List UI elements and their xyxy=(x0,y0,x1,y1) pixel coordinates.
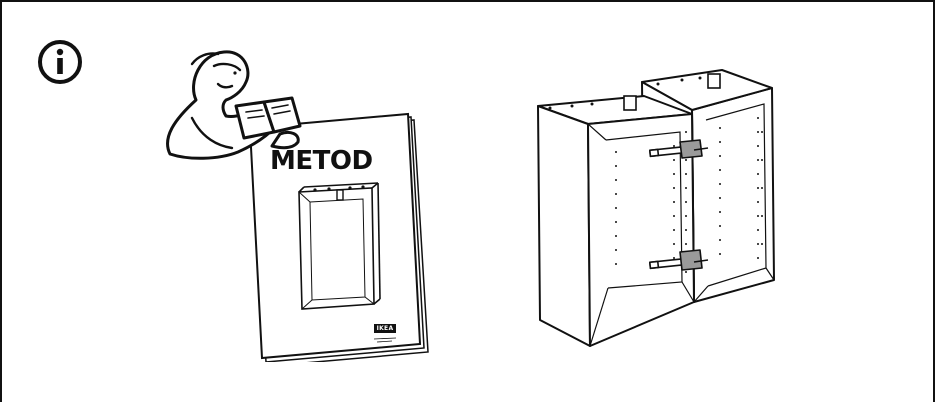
person-reading-icon xyxy=(166,50,302,160)
instruction-booklet xyxy=(166,50,429,362)
booklet-title: METOD xyxy=(270,146,373,176)
info-icon xyxy=(38,40,82,84)
two-cabinet-frames-icon xyxy=(537,69,775,347)
clamp-icon xyxy=(649,249,709,271)
booklet-cabinet-drawing xyxy=(298,182,381,310)
brand-logo: IKEA xyxy=(374,324,396,333)
clamp-icon xyxy=(649,139,709,159)
